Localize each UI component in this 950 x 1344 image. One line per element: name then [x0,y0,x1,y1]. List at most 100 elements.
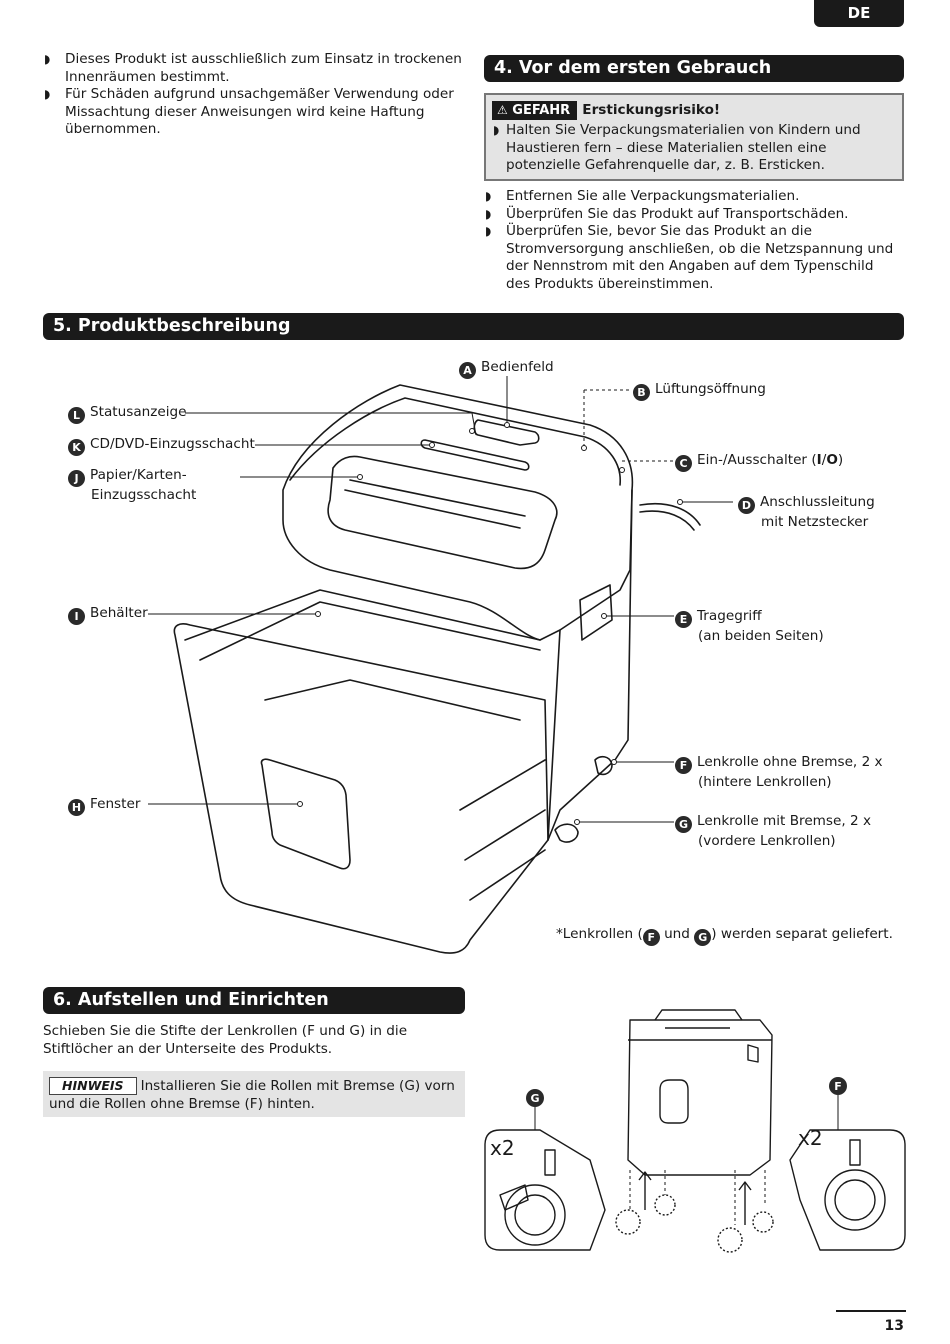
list-item: Für Schäden aufgrund unsachgemäßer Verwe… [43,86,463,139]
callout-J: J Papier/Karten- Einzugsschacht [68,467,196,505]
badge-icon: F [642,929,660,946]
quantity-label-right: x2 [798,1126,823,1150]
small-caster-circle [717,1227,743,1253]
callout-label: Papier/Karten- [90,467,187,483]
shredder-head-edge [289,397,621,486]
callout-label: Lenkrolle ohne Bremse, 2 x [697,754,883,770]
badge-icon: F [675,757,692,774]
callout-label: Lenkrolle mit Bremse, 2 x [697,813,872,829]
bin-drawer-front [173,623,549,954]
callout-I: I Behälter [68,605,148,625]
badge-icon: I [68,608,85,625]
callout-label: Fenster [90,796,141,812]
cd-slot [420,439,530,471]
list-item: Entfernen Sie alle Verpackungsmaterialie… [484,188,894,206]
badge-icon: G [675,816,692,833]
bin-rim [184,589,541,641]
badge-icon: C [675,455,692,472]
install-guide-line [629,1170,766,1225]
caster-brake-left [499,1184,529,1211]
power-cable [639,502,701,526]
section-6-text: Schieben Sie die Stifte der Lenkrollen (… [43,1023,408,1057]
badge-letter-G: G [530,1092,539,1105]
callout-label: Bedienfeld [481,359,554,375]
badge-icon: D [738,497,755,514]
callout-label: Ein-/Ausschalter ( [697,452,817,468]
small-caster-circle [615,1209,641,1235]
danger-label-text: GEFAHR [512,103,571,118]
power-cable-lower [639,510,695,531]
warning-triangle-icon: ⚠ [497,103,508,117]
paper-slot-plate [327,455,558,570]
shredder-small-window [659,1079,689,1124]
callout-G: G Lenkrolle mit Bremse, 2 x (vordere Lenkr… [675,813,871,851]
quantity-label-left: x2 [490,1136,515,1160]
danger-list: Halten Sie Verpackungsmaterialien von Ki… [492,122,896,175]
leader-dot [581,445,587,451]
callout-label: Einzugsschacht [91,487,197,503]
language-tab: DE [814,0,904,27]
caster-wheel-right [824,1169,886,1231]
drawer-line [459,759,546,811]
shredder-body-side [547,489,633,841]
callout-label: (vordere Lenkrollen) [698,833,836,849]
badge-letter-F: F [834,1080,842,1093]
shredder-small [627,1019,773,1176]
callout-F: F Lenkrolle ohne Bremse, 2 x (hintere Lenk… [675,754,883,792]
leader-line-B [583,389,630,448]
badge-icon: L [68,407,85,424]
caster-footnote: *Lenkrollen (F und G) werden separat gel… [556,926,893,946]
bin-inner-bottom [264,679,521,721]
leader-dot [357,474,363,480]
intro-bullet-list: Dieses Produkt ist ausschließlich zum Ei… [43,51,463,139]
small-caster-circle [654,1194,676,1216]
bin-inner-rim [199,601,541,661]
page-number: 13 [884,1318,904,1334]
paper-slot [349,479,526,517]
badge-icon: G [694,929,712,946]
callout-label-on: I [816,452,822,468]
leader-line-L [185,412,477,436]
callout-L: L Statusanzeige [68,404,187,424]
leader-dot [504,422,510,428]
shredder-small-top [654,1009,743,1021]
danger-label: ⚠ GEFAHR [492,101,578,120]
leader-dot [601,613,607,619]
callout-label: Behälter [90,605,148,621]
list-item: Dieses Produkt ist ausschließlich zum Ei… [43,51,463,86]
section-5-heading: 5. Produktbeschreibung [43,313,904,340]
section-6-heading: 6. Aufstellen und Einrichten [43,987,465,1014]
badge-icon: B [633,384,650,401]
list-item: Überprüfen Sie das Produkt auf Transport… [484,206,894,224]
list-item: Überprüfen Sie, bevor Sie das Produkt an… [484,223,894,293]
badge-icon: J [68,470,85,487]
caster-wheel-inner-left [514,1194,556,1236]
paper-slot-lower [344,489,521,529]
footnote-text: *Lenkrollen ( [556,926,643,942]
list-item: Halten Sie Verpackungsmaterialien von Ki… [492,122,896,175]
section-4-heading: 4. Vor dem ersten Gebrauch [484,55,904,82]
caster-stem-right [849,1139,861,1166]
leader-dot [611,759,617,765]
page-number-rule [836,1310,906,1312]
badge-icon [526,1089,544,1107]
callout-label: mit Netzstecker [761,514,869,530]
callout-label: Statusanzeige [90,404,187,420]
danger-title: Erstickungsrisiko! [582,102,721,118]
leader-dot [297,801,303,807]
caster-wheel-inner-right [834,1179,876,1221]
callout-label: (hintere Lenkrollen) [698,774,832,790]
leader-dot [574,819,580,825]
caster-front [554,823,579,843]
caster-rear [594,755,613,776]
caster-wheel-left [504,1184,566,1246]
section-4-bullet-list: Entfernen Sie alle Verpackungsmaterialie… [484,188,894,294]
drawer-line [464,809,546,861]
caster-stem-left [544,1149,556,1176]
carry-handle [579,584,613,641]
